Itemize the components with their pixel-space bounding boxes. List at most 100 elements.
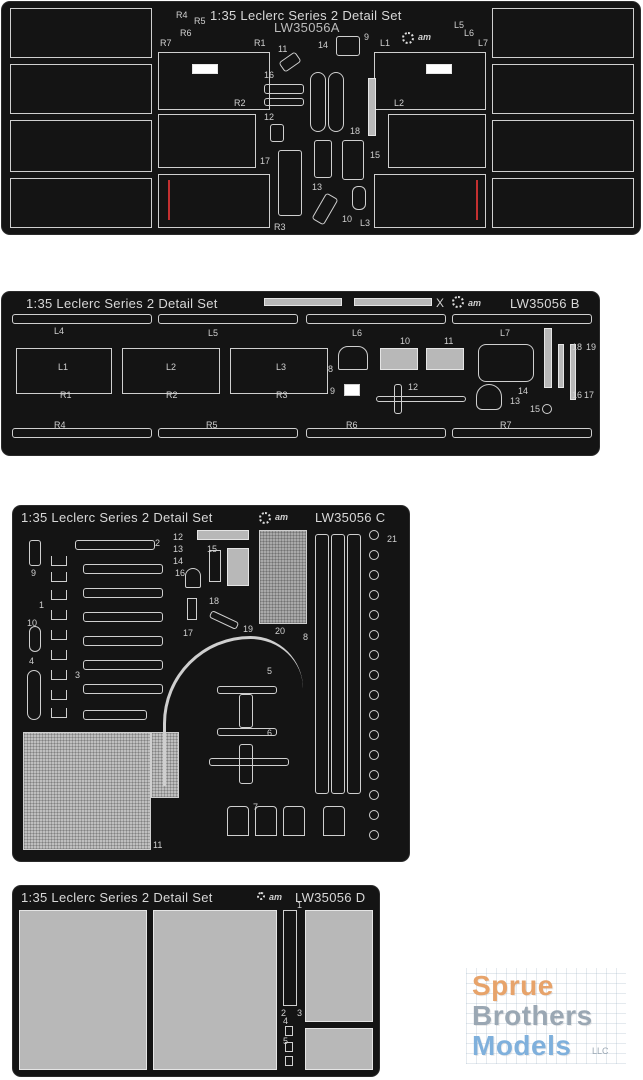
hinge-part: [51, 708, 67, 718]
small-part: [197, 530, 249, 540]
part-label: 9: [364, 32, 370, 42]
small-part: [342, 140, 364, 180]
part-label: 15: [207, 544, 218, 554]
brand-label: am: [269, 892, 283, 902]
part-label: R7: [500, 420, 512, 430]
small-part: [278, 51, 302, 73]
small-part: [264, 98, 304, 106]
part-label: 7: [253, 802, 259, 812]
small-ring: [369, 570, 379, 580]
brand-label: am: [468, 298, 482, 308]
part-label: L1: [58, 362, 69, 372]
bracket-bar: [83, 612, 163, 622]
small-part: [338, 346, 368, 370]
part-label: 4: [283, 1016, 289, 1026]
frame-part: [16, 348, 112, 394]
watermark-suffix: LLC: [592, 1046, 609, 1056]
part-label: L2: [394, 98, 405, 108]
gear-icon: [257, 892, 265, 900]
part-label: R1: [60, 390, 72, 400]
beam-part: [217, 686, 277, 694]
grille-panel: [19, 910, 147, 1070]
part-label: 17: [260, 156, 271, 166]
small-part: [336, 36, 360, 56]
part-label: 6: [267, 728, 273, 738]
fret-a-title: 1:35 Leclerc Series 2 Detail Set: [210, 8, 402, 23]
fret-b-code: LW35056 B: [510, 296, 580, 311]
hatch-panel: [374, 52, 486, 110]
part-label: R5: [206, 420, 218, 430]
fret-c: 1:35 Leclerc Series 2 Detail Set am LW35…: [13, 506, 409, 861]
small-ring: [542, 404, 552, 414]
bracket-bar: [83, 710, 147, 720]
small-ring: [369, 550, 379, 560]
fret-d: 1:35 Leclerc Series 2 Detail Set am LW35…: [13, 886, 379, 1076]
bracket-bar: [83, 564, 163, 574]
part-label: L1: [380, 38, 391, 48]
side-panel: [10, 8, 152, 58]
grille-panel: [305, 1028, 373, 1070]
part-label: 21: [387, 534, 398, 544]
part-label: R4: [176, 10, 188, 20]
part-label: 20: [275, 626, 286, 636]
fret-a-code: LW35056A: [274, 20, 340, 35]
frame-part: [122, 348, 220, 394]
watermark-line-1: Sprue: [472, 970, 554, 1001]
clamp-part: [227, 806, 249, 836]
mesh-panel: [23, 732, 151, 850]
track-guard: [12, 314, 152, 324]
sprue-brothers-watermark: Sprue Brothers Models LLC: [466, 968, 626, 1064]
part-label: L3: [360, 218, 371, 228]
hinge-part: [51, 650, 67, 660]
beam-part: [239, 744, 253, 784]
small-ring: [369, 750, 379, 760]
bracket-bar: [83, 588, 163, 598]
small-part: [478, 344, 534, 382]
part-label: 10: [342, 214, 353, 224]
part-label: R3: [274, 222, 286, 232]
small-part: [185, 568, 201, 588]
small-part: [368, 78, 376, 136]
hinge-part: [51, 590, 67, 600]
hinge-part: [51, 670, 67, 680]
small-ring: [369, 530, 379, 540]
clamp-part: [255, 806, 277, 836]
red-strip: [168, 180, 170, 220]
part-label: R5: [194, 16, 206, 26]
curved-handle: [163, 636, 303, 786]
part-label: 18: [350, 126, 361, 136]
part-label: 1: [39, 600, 45, 610]
small-part: [278, 150, 302, 216]
part-label: 8: [303, 632, 309, 642]
part-label: 13: [312, 182, 323, 192]
hinge-part: [51, 610, 67, 620]
mesh-panel: [259, 530, 307, 624]
part-label: L7: [500, 328, 511, 338]
small-ring: [369, 770, 379, 780]
part-label: L4: [54, 326, 65, 336]
small-part: [285, 1056, 293, 1066]
fret-c-code: LW35056 C: [315, 510, 386, 525]
part-label: L7: [478, 38, 489, 48]
part-label: R2: [166, 390, 178, 400]
small-part: [476, 384, 502, 410]
grille-panel: [153, 910, 277, 1070]
small-part: [314, 140, 332, 178]
strip-part: [283, 910, 297, 1006]
part-label: R1: [254, 38, 266, 48]
track-guard: [158, 428, 298, 438]
part-label: 1: [297, 900, 303, 910]
small-ring: [369, 630, 379, 640]
fret-d-title: 1:35 Leclerc Series 2 Detail Set: [21, 890, 213, 905]
small-part: [311, 192, 339, 226]
fret-b-title: 1:35 Leclerc Series 2 Detail Set: [26, 296, 218, 311]
small-part: [310, 72, 326, 132]
hinge-part: [51, 630, 67, 640]
beam-part: [239, 694, 253, 728]
part-label: R6: [346, 420, 358, 430]
part-label: 10: [27, 618, 38, 628]
small-part: [285, 1026, 293, 1036]
part-label: R6: [180, 28, 192, 38]
part-label: 2: [281, 1008, 287, 1018]
small-ring: [369, 790, 379, 800]
